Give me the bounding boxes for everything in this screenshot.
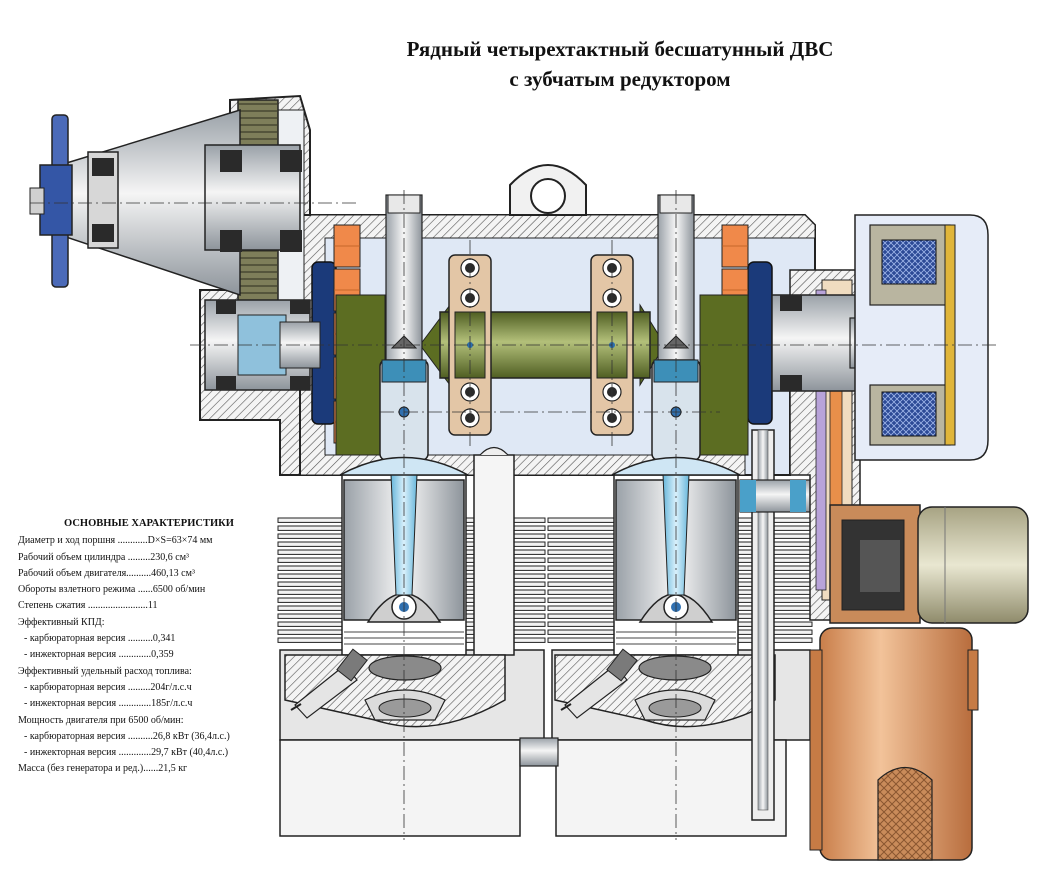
spec-row: - карбюраторная версия ..........26,8 кВ… bbox=[24, 730, 230, 742]
spec-row: Эффективный удельный расход топлива: bbox=[18, 665, 192, 677]
specs-heading: ОСНОВНЫЕ ХАРАКТЕРИСТИКИ bbox=[64, 518, 234, 529]
spec-row: Рабочий объем цилиндра .........230,6 см… bbox=[18, 551, 190, 563]
spec-row: Степень сжатия ........................1… bbox=[18, 600, 158, 612]
spec-row: Рабочий объем двигателя..........460,13 … bbox=[18, 567, 195, 579]
title-line-2: с зубчатым редуктором bbox=[509, 67, 731, 91]
specs-list: Диаметр и ход поршня ............D×S=63×… bbox=[18, 533, 280, 777]
spec-row: Масса (без генератора и ред.)......21,5 … bbox=[18, 763, 188, 775]
crank-web-right bbox=[699, 294, 749, 456]
diagram-title: Рядный четырехтактный бесшатунный ДВС с … bbox=[300, 34, 940, 94]
fuel-pump bbox=[809, 627, 979, 861]
spec-row: - инжекторная версия .............185г/л… bbox=[24, 698, 193, 710]
cylinder-head-1 bbox=[284, 648, 506, 728]
cylinder-head-2 bbox=[554, 648, 776, 728]
specs-panel: ОСНОВНЫЕ ХАРАКТЕРИСТИКИ Диаметр и ход по… bbox=[18, 516, 280, 778]
spec-row: - карбюраторная версия ..........0,341 bbox=[24, 633, 176, 645]
spec-row: - инжекторная версия .............0,359 bbox=[24, 649, 174, 661]
propeller-hub bbox=[59, 108, 302, 297]
generator bbox=[854, 214, 989, 461]
centerlines bbox=[30, 190, 1000, 840]
propeller-flange bbox=[29, 114, 73, 288]
crank-web-left bbox=[335, 294, 386, 456]
lifting-eye bbox=[509, 164, 587, 216]
spec-row: Мощность двигателя при 6500 об/мин: bbox=[18, 714, 184, 726]
spec-row: - инжекторная версия .............29,7 к… bbox=[24, 747, 229, 759]
camshaft bbox=[519, 737, 559, 767]
coolant-tube bbox=[473, 454, 515, 656]
title-line-1: Рядный четырехтактный бесшатунный ДВС bbox=[406, 37, 834, 61]
spec-row: Диаметр и ход поршня ............D×S=63×… bbox=[18, 535, 213, 547]
spec-row: Обороты взлетного режима ......6500 об/м… bbox=[18, 584, 206, 596]
flywheel-right bbox=[747, 261, 773, 425]
spec-row: Эффективный КПД: bbox=[18, 616, 105, 628]
starter-motor bbox=[829, 504, 1029, 624]
spec-row: - карбюраторная версия .........204г/л.с… bbox=[24, 681, 192, 693]
